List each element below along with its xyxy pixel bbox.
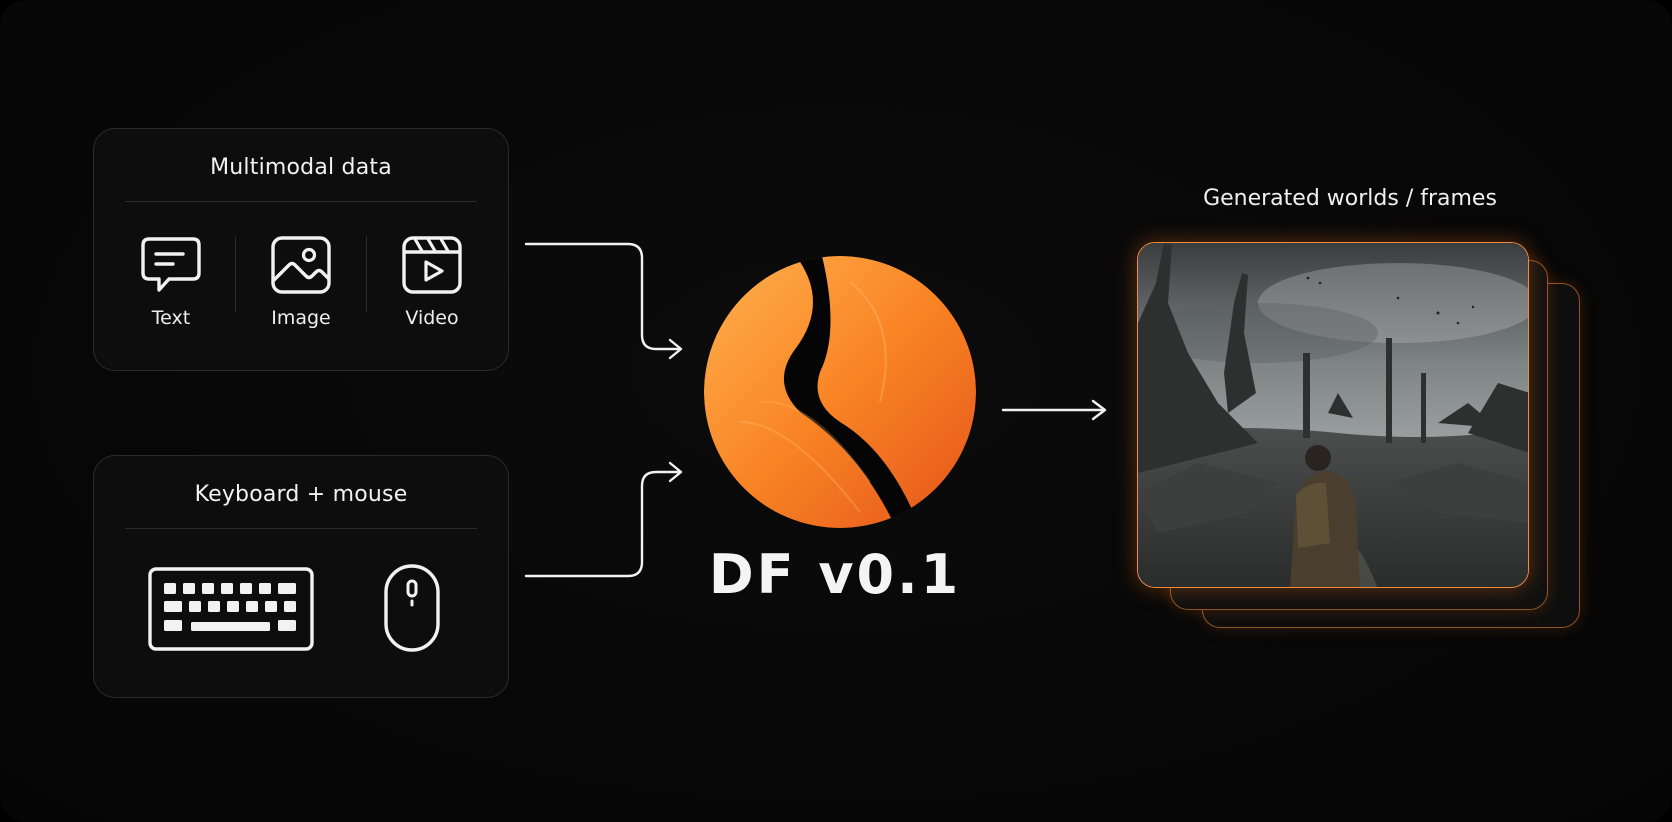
model-name: DF v0.1 bbox=[708, 543, 962, 606]
arrowhead bbox=[668, 338, 683, 360]
modality-text: Text bbox=[123, 235, 219, 329]
output-title: Generated worlds / frames bbox=[1203, 186, 1497, 211]
arrow-controls-to-model bbox=[524, 470, 682, 578]
text-chat-icon bbox=[141, 237, 201, 292]
modality-separator bbox=[366, 236, 367, 312]
video-clapper-icon bbox=[402, 236, 462, 294]
generated-frame-image bbox=[1137, 242, 1529, 588]
arrow-multimodal-to-model bbox=[524, 242, 682, 351]
arrowhead bbox=[668, 461, 683, 483]
keyboard-icon bbox=[148, 567, 314, 651]
modality-image: Image bbox=[253, 235, 349, 329]
modality-label-text: Text bbox=[151, 307, 191, 329]
modality-label-video: Video bbox=[405, 307, 459, 329]
keyboard-mouse-panel: Keyboard + mouse bbox=[93, 455, 509, 698]
panel-divider bbox=[125, 201, 477, 202]
panel-divider bbox=[125, 528, 477, 529]
controls-panel-title: Keyboard + mouse bbox=[194, 482, 408, 507]
arrowhead bbox=[1091, 399, 1107, 421]
multimodal-panel-title: Multimodal data bbox=[210, 155, 392, 180]
modality-separator bbox=[235, 236, 236, 312]
flame-sphere-logo bbox=[704, 256, 976, 528]
image-icon bbox=[271, 236, 331, 294]
modality-label-image: Image bbox=[271, 307, 331, 329]
multimodal-data-panel: Multimodal data Text Image bbox=[93, 128, 509, 371]
post-apocalyptic-ruins-scene bbox=[1138, 243, 1528, 587]
mouse-icon bbox=[384, 564, 440, 652]
modality-video: Video bbox=[384, 235, 480, 329]
